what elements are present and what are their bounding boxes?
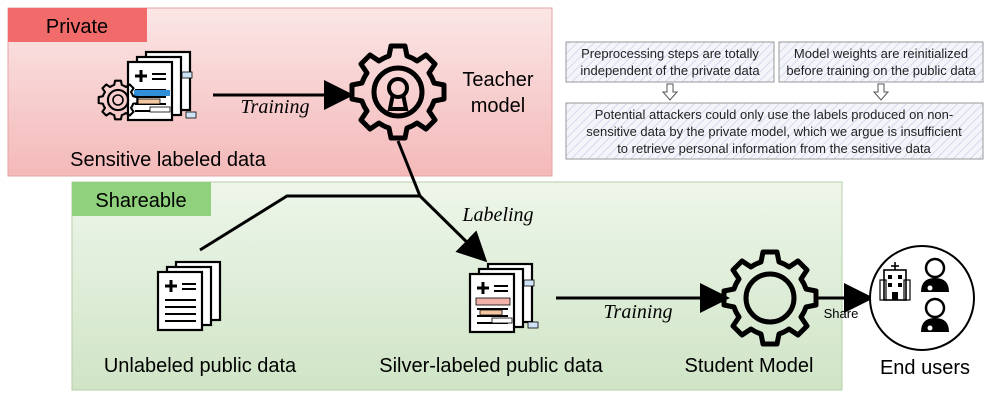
labeling-label: Labeling bbox=[461, 204, 533, 226]
attackers-note-line2: sensitive data by the private model, whi… bbox=[586, 124, 962, 139]
sensitive-data-icon bbox=[97, 50, 197, 122]
share-label: Share bbox=[824, 306, 859, 321]
preprocessing-note-line2: independent of the private data bbox=[580, 63, 760, 78]
training-label-1: Training bbox=[241, 96, 310, 118]
shareable-label: Shareable bbox=[95, 190, 186, 212]
weights-note-line2: before training on the public data bbox=[786, 63, 976, 78]
training-label-2: Training bbox=[604, 301, 673, 323]
weights-note-box bbox=[778, 41, 984, 83]
attackers-note-line1: Potential attackers could only use the l… bbox=[595, 107, 953, 122]
end-users-label: End users bbox=[880, 357, 970, 379]
teacher-label-2: model bbox=[471, 95, 525, 117]
silver-data-label: Silver-labeled public data bbox=[379, 355, 603, 377]
teacher-gear-icon bbox=[352, 46, 444, 138]
unlabeled-to-labeling-line bbox=[199, 194, 420, 252]
arrow-down-outline-icon-2 bbox=[872, 83, 890, 101]
preprocessing-note-line1: Preprocessing steps are totally bbox=[581, 46, 759, 61]
teacher-label-1: Teacher bbox=[462, 69, 533, 91]
arrow-down-outline-icon bbox=[661, 83, 679, 101]
preprocessing-note-box bbox=[565, 41, 775, 83]
student-model-label: Student Model bbox=[685, 355, 814, 377]
unlabeled-data-label: Unlabeled public data bbox=[104, 355, 297, 377]
attackers-note-line3: to retrieve personal information from th… bbox=[617, 141, 931, 156]
private-label: Private bbox=[46, 16, 108, 38]
sensitive-data-label: Sensitive labeled data bbox=[70, 149, 267, 171]
end-users-icon bbox=[869, 245, 975, 351]
unlabeled-data-icon bbox=[156, 260, 222, 332]
shareable-tag bbox=[72, 182, 211, 216]
weights-note-line1: Model weights are reinitialized bbox=[794, 46, 968, 61]
doctor-icon-2 bbox=[921, 297, 949, 332]
doctor-icon bbox=[921, 257, 949, 292]
attackers-note-box bbox=[565, 102, 984, 160]
private-tag bbox=[8, 8, 147, 42]
silver-data-icon bbox=[468, 262, 539, 334]
hospital-icon bbox=[879, 262, 911, 301]
